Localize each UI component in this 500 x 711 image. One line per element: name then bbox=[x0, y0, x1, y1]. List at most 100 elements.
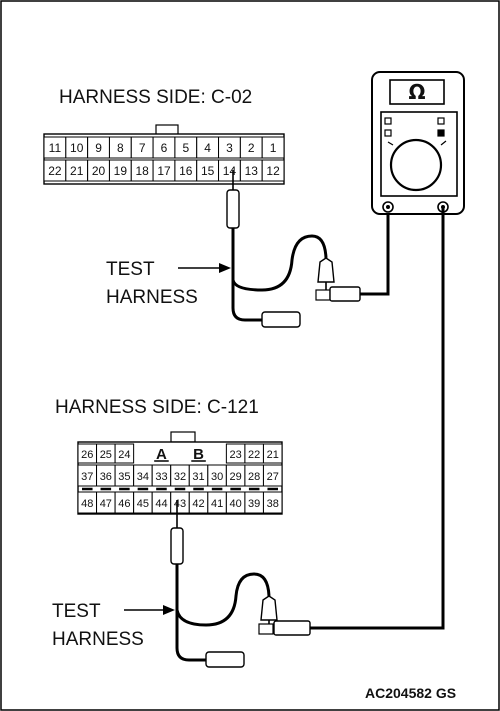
harness-wire-1b bbox=[231, 234, 328, 292]
connector-c121-cells: 26 25 24 A B 23 22 21 37 36 35 34 33 32 31 30 29 28 27 48 47… bbox=[77, 443, 283, 514]
pin-41: 41 bbox=[211, 498, 223, 510]
clip-collar-1 bbox=[315, 289, 331, 301]
ohm-symbol: Ω bbox=[408, 80, 425, 104]
pin-25: 25 bbox=[100, 449, 112, 461]
pin-24: 24 bbox=[118, 449, 130, 461]
connector-c02-title: HARNESS SIDE: C-02 bbox=[59, 87, 252, 108]
pin-47: 47 bbox=[100, 498, 112, 510]
probe-body-1 bbox=[226, 189, 240, 229]
pin-19: 19 bbox=[114, 164, 128, 178]
pin-36: 36 bbox=[100, 471, 112, 483]
harness-plug-1 bbox=[261, 311, 301, 328]
test-harness-1 bbox=[226, 170, 390, 328]
pin-17: 17 bbox=[157, 164, 171, 178]
pin-28: 28 bbox=[248, 471, 260, 483]
pin-35: 35 bbox=[118, 471, 130, 483]
pin-21: 21 bbox=[267, 449, 279, 461]
multimeter-display bbox=[389, 79, 445, 105]
pin-30: 30 bbox=[211, 471, 223, 483]
connector-c121-latch bbox=[170, 431, 196, 443]
range-mark-1 bbox=[384, 117, 392, 125]
range-mark-3 bbox=[437, 117, 445, 125]
selector-dial bbox=[389, 138, 443, 192]
pin-15: 15 bbox=[201, 164, 215, 178]
harness-wire-1a bbox=[231, 228, 265, 322]
range-mark-2 bbox=[384, 129, 392, 137]
pin-24-cell bbox=[114, 443, 135, 464]
test-harness-label-1-line2: HARNESS bbox=[106, 287, 198, 308]
pin-31: 31 bbox=[192, 471, 204, 483]
meter-lead-1 bbox=[360, 208, 390, 296]
pin-6: 6 bbox=[161, 141, 168, 155]
pin-9: 9 bbox=[95, 141, 102, 155]
pin-5: 5 bbox=[182, 141, 189, 155]
probe-body-2 bbox=[170, 527, 184, 565]
pin-34: 34 bbox=[137, 471, 149, 483]
key-b: B bbox=[193, 446, 204, 463]
multimeter: Ω bbox=[371, 71, 465, 215]
pin-26: 26 bbox=[81, 449, 93, 461]
pin-22: 22 bbox=[248, 449, 260, 461]
alligator-clip-1 bbox=[317, 257, 335, 283]
harness-plug-2 bbox=[205, 651, 245, 668]
pin-33: 33 bbox=[155, 471, 167, 483]
harness-wire-2a bbox=[175, 564, 208, 662]
pin-20: 20 bbox=[92, 164, 106, 178]
pin-39: 39 bbox=[248, 498, 260, 510]
test-harness-2 bbox=[170, 500, 311, 668]
pin-10: 10 bbox=[70, 141, 84, 155]
figure-code: AC204582 GS bbox=[365, 685, 456, 701]
pin-23: 23 bbox=[230, 449, 242, 461]
meter-lead-plug-1 bbox=[329, 286, 361, 302]
pin-1-cell bbox=[261, 136, 285, 159]
pin-1: 1 bbox=[270, 141, 277, 155]
pin-46: 46 bbox=[118, 498, 130, 510]
pin-40: 40 bbox=[230, 498, 242, 510]
test-harness-label-2-line1: TEST bbox=[52, 601, 101, 622]
test-harness-label-2-line2: HARNESS bbox=[52, 629, 144, 650]
harness-wire-2b bbox=[175, 572, 271, 627]
pin-22: 22 bbox=[48, 164, 62, 178]
meter-lead-plug-2 bbox=[273, 620, 311, 636]
pointer-arrowhead-2 bbox=[163, 605, 175, 615]
pin-38: 38 bbox=[267, 498, 279, 510]
pin-14: 14 bbox=[223, 164, 237, 178]
range-mark-4 bbox=[437, 129, 445, 137]
pin-27: 27 bbox=[267, 471, 279, 483]
pin-42: 42 bbox=[192, 498, 204, 510]
clip-collar-2 bbox=[258, 623, 274, 635]
pin-48: 48 bbox=[81, 498, 93, 510]
pin-18: 18 bbox=[136, 164, 150, 178]
test-harness-label-1-line1: TEST bbox=[106, 259, 155, 280]
pin-8: 8 bbox=[117, 141, 124, 155]
pin-43: 43 bbox=[174, 498, 186, 510]
range-tick-2 bbox=[440, 140, 447, 146]
pin-12: 12 bbox=[266, 164, 280, 178]
range-tick-1 bbox=[387, 141, 394, 146]
pin-27-cell bbox=[262, 464, 283, 487]
pin-21: 21 bbox=[70, 164, 84, 178]
pin-21-cell bbox=[262, 443, 283, 464]
connector-c121: 26 25 24 A B 23 22 21 37 36 35 34 33 32 31 30 29 28 27 48 47… bbox=[77, 431, 283, 515]
pin-37: 37 bbox=[81, 471, 93, 483]
pin-38-cell bbox=[262, 491, 283, 514]
meter-lead-2 bbox=[310, 208, 445, 630]
pin-12-cell bbox=[261, 159, 285, 182]
pin-45: 45 bbox=[137, 498, 149, 510]
pin-32: 32 bbox=[174, 471, 186, 483]
pointer-arrowhead-1 bbox=[219, 263, 231, 273]
pin-29: 29 bbox=[230, 471, 242, 483]
pin-3: 3 bbox=[226, 141, 233, 155]
key-a: A bbox=[156, 446, 167, 463]
pin-4: 4 bbox=[204, 141, 211, 155]
pin-2: 2 bbox=[248, 141, 255, 155]
com-jack-center bbox=[386, 205, 390, 209]
pin-7: 7 bbox=[139, 141, 146, 155]
alligator-clip-2 bbox=[260, 595, 278, 621]
pin-11: 11 bbox=[49, 141, 62, 155]
